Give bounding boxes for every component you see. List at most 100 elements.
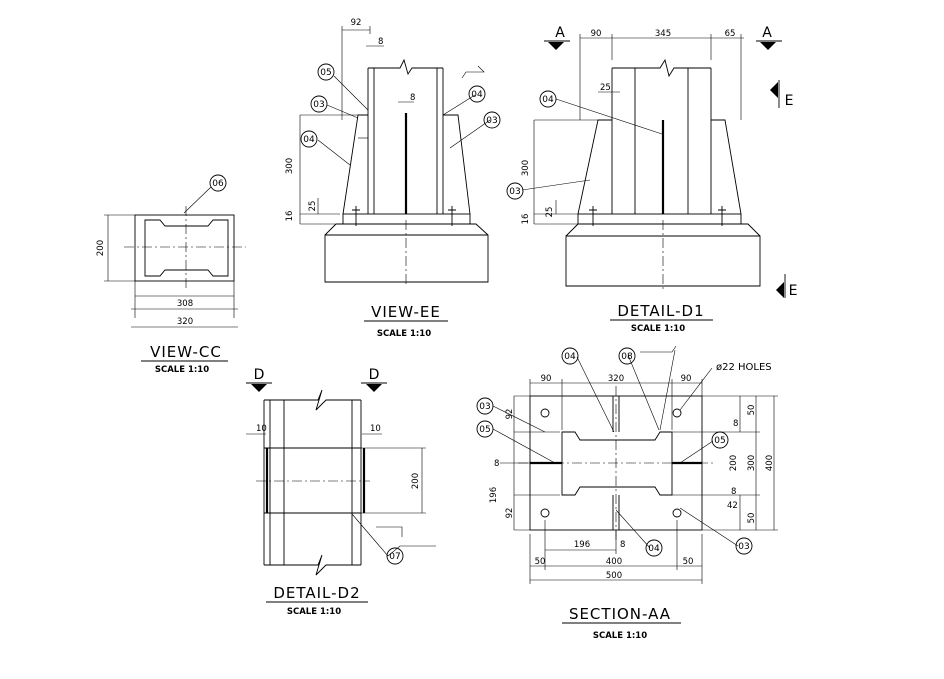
- column-break: [612, 58, 711, 78]
- view-ee-scale: SCALE 1:10: [377, 329, 431, 339]
- anchor-bolts: [589, 206, 726, 226]
- dim-300: 300: [285, 158, 295, 174]
- svg-text:07: 07: [389, 552, 400, 562]
- callout-05: 05: [711, 431, 729, 449]
- dim-90b: 90: [681, 374, 692, 384]
- view-ee: 92 8 8 300 25 16 05 03 04 04 03 VIEW-EE …: [285, 18, 501, 339]
- svg-text:04: 04: [564, 352, 576, 362]
- section-arrow-d-right: [366, 384, 382, 392]
- column-section: [561, 431, 673, 496]
- bottom-break: [264, 554, 361, 576]
- svg-text:03: 03: [479, 402, 490, 412]
- haunch-plates: [577, 119, 742, 215]
- dim-16: 16: [285, 211, 295, 222]
- callout-04: 04: [468, 85, 486, 103]
- dim-196: 196: [489, 487, 499, 503]
- dim-50c: 50: [535, 557, 546, 567]
- dim-500: 500: [606, 571, 622, 581]
- dim-8: 8: [378, 37, 383, 47]
- column-flanges: [367, 68, 444, 214]
- dim-345: 345: [655, 29, 671, 39]
- detail-d1-title: DETAIL-D1: [617, 302, 704, 320]
- callout-04: 04: [539, 90, 557, 108]
- pedestal: [324, 223, 489, 283]
- view-cc-scale: SCALE 1:10: [155, 365, 209, 375]
- dim-400: 400: [765, 455, 775, 471]
- svg-text:05: 05: [320, 68, 331, 78]
- dim-200: 200: [411, 473, 421, 489]
- dim-92b: 92: [505, 508, 515, 519]
- section-aa: 90 320 90 92 8 196 92 50 8 200 300 400 8…: [476, 345, 778, 641]
- dim-8: 8: [494, 459, 499, 469]
- section-arrow-a-right: [760, 42, 776, 50]
- stiffener-plates: [612, 396, 620, 530]
- dim-50d: 50: [683, 557, 694, 567]
- column-break: [368, 58, 443, 76]
- callout-03: 03: [506, 182, 524, 200]
- dim-25: 25: [308, 201, 318, 212]
- view-cc-title: VIEW-CC: [150, 343, 222, 361]
- section-arrow-a-left: [548, 42, 564, 50]
- dim-50: 50: [747, 405, 757, 416]
- section-arrow-e-top: [770, 82, 778, 98]
- base-plate-outline: [134, 214, 235, 282]
- section-mark-a-right: A: [762, 25, 772, 41]
- anchor-bolts: [352, 206, 456, 226]
- right-haunch: [443, 114, 471, 215]
- callout-06: 06: [209, 174, 227, 192]
- dim-400b: 400: [606, 557, 622, 567]
- callout-04: 04: [645, 539, 663, 557]
- detail-d1: 90 345 65 25 300 25 16 A A E E 04 03 DET…: [506, 25, 798, 334]
- svg-text:03: 03: [509, 187, 520, 197]
- view-cc: 200 308 320 06 VIEW-CC SCALE 1:10: [96, 174, 246, 375]
- section-aa-title: SECTION-AA: [569, 605, 671, 623]
- dim-8b: 8: [410, 93, 415, 103]
- svg-text:06: 06: [212, 179, 224, 189]
- callout-04: 04: [300, 130, 318, 148]
- callout-05: 05: [476, 420, 494, 438]
- dim-25b: 25: [545, 207, 555, 218]
- section-mark-d-left: D: [254, 367, 265, 383]
- holes-note: ø22 HOLES: [716, 362, 772, 373]
- callout-08: 08: [618, 347, 636, 365]
- base-plate: [577, 213, 742, 225]
- svg-text:04: 04: [303, 135, 315, 145]
- callout-07: 07: [386, 547, 404, 565]
- svg-text:05: 05: [714, 436, 725, 446]
- dim-10b: 10: [370, 424, 381, 434]
- callout-03: 03: [310, 95, 328, 113]
- svg-text:04: 04: [542, 95, 554, 105]
- dim-320: 320: [608, 374, 624, 384]
- callout-03: 03: [735, 537, 753, 555]
- view-ee-title: VIEW-EE: [371, 303, 441, 321]
- stiffener-lines: [264, 447, 361, 514]
- section-arrow-d-left: [251, 384, 267, 392]
- column-lines: [611, 68, 712, 214]
- detail-d2-title: DETAIL-D2: [273, 584, 360, 602]
- callout-03: 03: [483, 111, 501, 129]
- dim-25: 25: [600, 83, 611, 93]
- section-mark-a-left: A: [555, 25, 565, 41]
- svg-text:03: 03: [486, 116, 497, 126]
- plate-lines: [263, 400, 362, 565]
- dim-8c: 8: [731, 487, 736, 497]
- dim-300: 300: [747, 455, 757, 471]
- detail-d1-scale: SCALE 1:10: [631, 324, 685, 334]
- svg-text:04: 04: [471, 90, 483, 100]
- dim-200: 200: [96, 240, 106, 256]
- dim-65: 65: [725, 29, 736, 39]
- detail-d2-scale: SCALE 1:10: [287, 607, 341, 617]
- dim-16: 16: [521, 214, 531, 225]
- dim-90: 90: [541, 374, 552, 384]
- svg-text:03: 03: [313, 100, 324, 110]
- callout-05: 05: [317, 63, 335, 81]
- detail-d2: 10 10 200 D D 07 DETAIL-D2 SCALE 1:10: [246, 367, 436, 617]
- dim-200: 200: [729, 455, 739, 471]
- dim-320: 320: [177, 317, 193, 327]
- svg-text:08: 08: [621, 352, 633, 362]
- dim-92: 92: [351, 18, 362, 28]
- base-plate: [342, 213, 471, 225]
- section-mark-e-bottom: E: [789, 283, 798, 299]
- dim-300: 300: [521, 160, 531, 176]
- column-section: [144, 219, 229, 277]
